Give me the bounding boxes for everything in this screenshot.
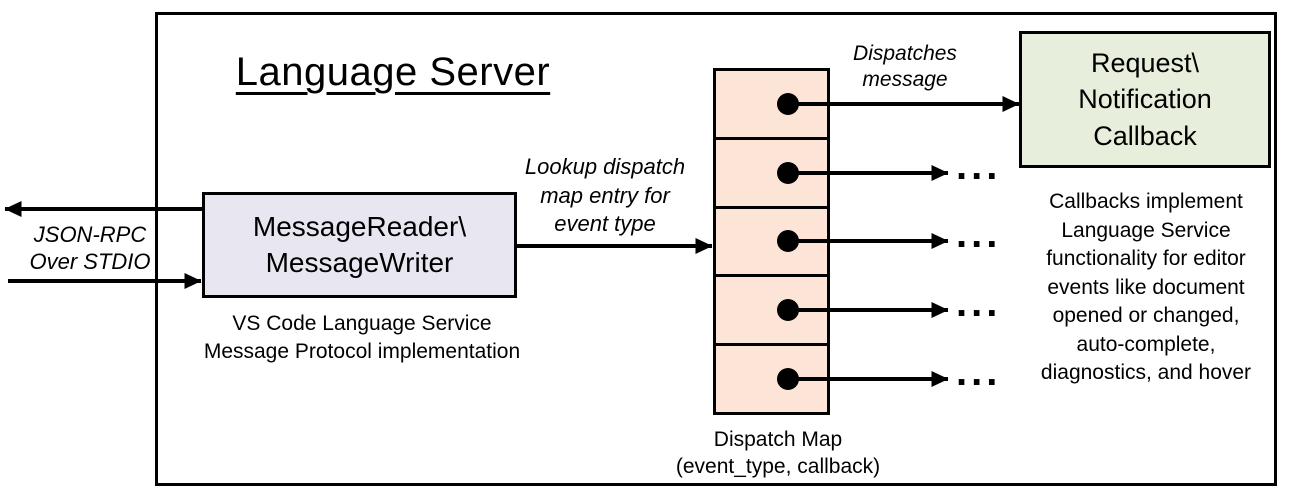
dispatch-map-cell [716,205,827,275]
request-notification-callback-box: Request\ Notification Callback [1019,31,1271,168]
ellipsis-row-5: ... [956,350,1002,394]
json-rpc-label: JSON-RPC Over STDIO [29,222,151,275]
ellipsis-row-3: ... [956,212,1002,256]
language-server-frame [155,12,1277,486]
dispatches-message-label: Dispatches message [853,42,957,92]
lookup-dispatch-label: Lookup dispatch map entry for event type [524,154,686,237]
ellipsis-row-2: ... [956,144,1002,188]
dispatch-map-caption: Dispatch Map (event_type, callback) [675,428,881,479]
dispatch-map-cell [716,274,827,343]
message-reader-writer-caption: VS Code Language Service Message Protoco… [203,312,521,363]
callbacks-description: Callbacks implement Language Service fun… [1040,190,1252,385]
message-reader-writer-box: MessageReader\ MessageWriter [202,192,517,298]
dispatch-map-cell [716,136,827,206]
dispatch-map-cell [716,343,827,412]
dispatch-map-cell [716,71,827,137]
diagram-title: Language Server [235,50,551,94]
dispatch-map [713,68,830,415]
ellipsis-row-4: ... [956,281,1002,325]
